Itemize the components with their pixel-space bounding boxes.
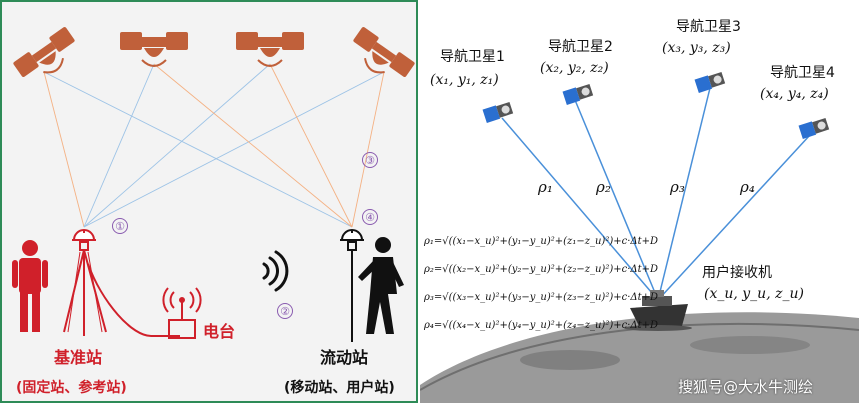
- range-rho-2: ρ₂: [596, 178, 611, 196]
- rtk-diagram-graphic: [12, 27, 415, 342]
- satellite-icon: [353, 27, 415, 77]
- satellite-icon: [236, 32, 304, 67]
- receiver-label: 用户接收机: [702, 265, 772, 281]
- range-lines: [501, 87, 811, 301]
- range-line: [574, 99, 659, 301]
- range-rho-1: ρ₁: [538, 178, 553, 196]
- marker-4: ④: [362, 209, 378, 225]
- equation-2: ρ₂=√((x₂−x_u)²+(y₂−y_u)²+(z₂−z_u)²)+c·Δt…: [424, 264, 659, 275]
- signal-line: [43, 71, 85, 228]
- marker-1: ①: [112, 218, 128, 234]
- satellite-icon: [562, 83, 594, 105]
- rtk-diagram-panel: ① ② ③ ④ 电台 基准站 (固定站、参考站) 流动站 (移动站、用户站): [0, 0, 418, 403]
- satellite-1-name: 导航卫星1: [440, 49, 505, 65]
- earth-horizon: [420, 322, 859, 391]
- base-station-tripod-icon: [63, 229, 107, 336]
- positioning-diagram-panel: 导航卫星1 (x₁, y₁, z₁) 导航卫星2 (x₂, y₂, z₂) 导航…: [420, 0, 859, 403]
- range-line: [657, 134, 811, 301]
- receiver-coord: (x_u, y_u, z_u): [704, 286, 804, 302]
- signal-line: [351, 71, 385, 228]
- satellite-icon: [798, 117, 830, 139]
- satellite-2-name: 导航卫星2: [548, 39, 613, 55]
- rover-sublabel: (移动站、用户站): [284, 380, 395, 396]
- radio-icon: [162, 287, 202, 339]
- satellite-4-coord: (x₄, y₄, z₄): [760, 86, 829, 102]
- satellite-2-coord: (x₂, y₂, z₂): [540, 60, 609, 76]
- satellite-3-coord: (x₃, y₃, z₃): [662, 40, 731, 56]
- satellite-icon: [13, 27, 75, 77]
- signal-line: [269, 63, 353, 228]
- earth-terrain: [690, 336, 810, 354]
- earth-terrain: [520, 350, 620, 370]
- signal-line: [153, 63, 353, 228]
- marker-3: ③: [362, 152, 378, 168]
- signal-line: [83, 71, 385, 228]
- base-station-sublabel: (固定站、参考站): [16, 380, 127, 396]
- satellite-icon: [694, 71, 726, 93]
- marker-2: ②: [277, 303, 293, 319]
- satellite-1-coord: (x₁, y₁, z₁): [430, 72, 499, 88]
- person-icon: [12, 240, 48, 332]
- range-rho-4: ρ₄: [740, 178, 755, 196]
- radio-label: 电台: [203, 322, 236, 341]
- positioning-diagram-graphic: [420, 71, 859, 403]
- radio-cable: [87, 263, 180, 338]
- signal-line: [83, 63, 155, 228]
- rover-label: 流动站: [320, 348, 369, 367]
- signal-lines: [43, 63, 385, 228]
- signal-line: [43, 71, 353, 228]
- range-rho-3: ρ₃: [670, 178, 685, 196]
- satellite-4-name: 导航卫星4: [770, 65, 835, 81]
- range-line: [501, 117, 659, 301]
- rover-pole-icon: [340, 229, 364, 342]
- signal-line: [83, 63, 271, 228]
- equation-3: ρ₃=√((x₃−x_u)²+(y₃−y_u)²+(z₃−z_u)²)+c·Δt…: [424, 292, 659, 303]
- earth-surface: [420, 312, 859, 403]
- satellite-icon: [482, 101, 514, 123]
- base-station-label: 基准站: [54, 348, 103, 367]
- watermark: 搜狐号@大水牛测绘: [678, 378, 814, 396]
- satellite-icon: [120, 32, 188, 67]
- satellite-3-name: 导航卫星3: [676, 19, 741, 35]
- person-icon: [358, 237, 404, 334]
- equation-4: ρ₄=√((x₄−x_u)²+(y₄−y_u)²+(z₄−z_u)²)+c·Δt…: [424, 320, 659, 331]
- receiver-ship-icon: [624, 290, 692, 331]
- wireless-wave-icon: [262, 250, 289, 292]
- equation-1: ρ₁=√((x₁−x_u)²+(y₁−y_u)²+(z₁−z_u)²)+c·Δt…: [424, 236, 659, 247]
- range-line: [657, 87, 711, 301]
